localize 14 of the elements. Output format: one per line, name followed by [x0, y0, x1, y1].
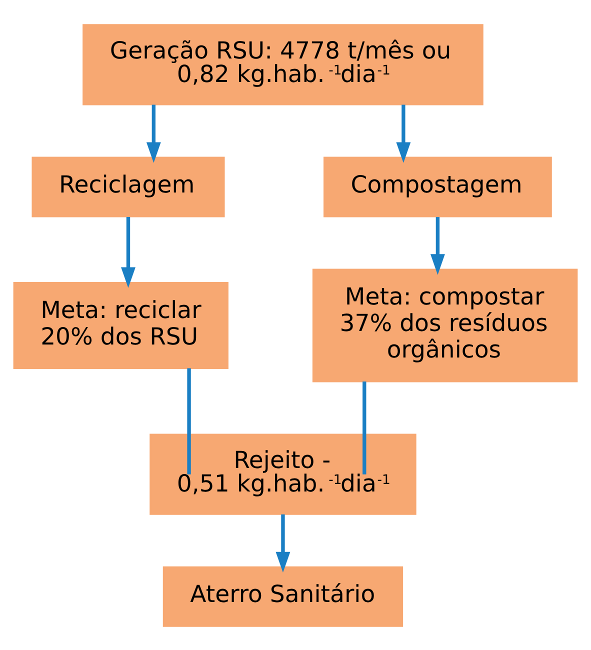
node-box: Compostagem: [324, 156, 552, 217]
arrow: [121, 216, 136, 288]
node-box: Geração RSU: 4778 t/mês ou 0,82 kg.hab.$^{-1}$dia$^{-1}$: [82, 24, 484, 105]
node-box: Meta: compostar 37% dos resíduos orgânicos: [312, 268, 578, 382]
node-box: Reciclagem: [32, 156, 225, 217]
connector: [187, 368, 191, 474]
node-box: Meta: reciclar 20% dos RSU: [13, 282, 228, 368]
arrow: [146, 104, 161, 162]
arrow: [430, 216, 445, 274]
node-box: Rejeito - 0,51 kg.hab.$^{-1}$dia$^{-1}$: [150, 433, 416, 514]
arrow: [396, 104, 411, 162]
connector: [362, 381, 366, 474]
node-box: Aterro Sanitário: [162, 566, 404, 626]
arrow: [276, 514, 290, 572]
